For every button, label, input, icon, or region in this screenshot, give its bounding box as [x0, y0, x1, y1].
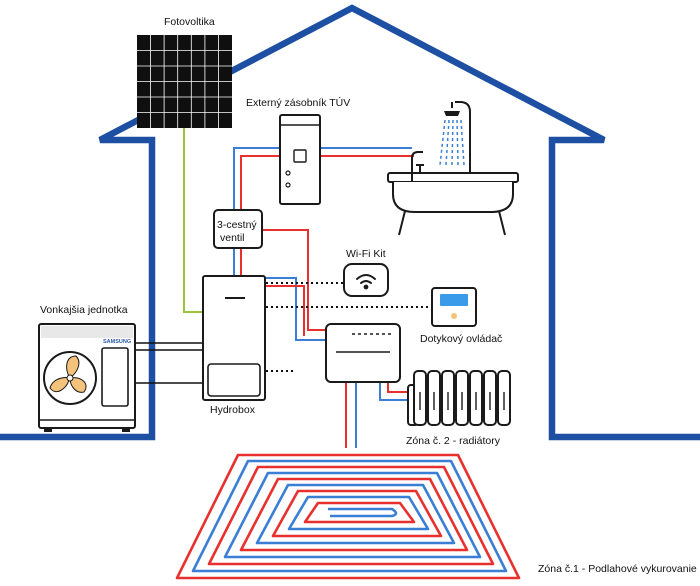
zone1-label: Zóna č.1 - Podlahové vykurovanie: [538, 563, 697, 575]
outdoor-unit-label: Vonkajšia jednotka: [40, 304, 128, 316]
fan-icon: [49, 355, 87, 393]
valve-label-line2: ventil: [220, 232, 245, 244]
controller-label: Dotykový ovládač: [420, 333, 502, 345]
tank-label: Externý zásobník TÚV: [246, 96, 350, 109]
brand-label: SAMSUNG: [103, 339, 131, 345]
wifi-kit-label: Wi-Fi Kit: [346, 248, 386, 260]
control-wiring: [266, 282, 432, 372]
floor-heating-coil: [175, 453, 521, 580]
valve-label-line1: 3-cestný: [217, 219, 257, 231]
heating-pipes: [262, 229, 408, 401]
dhw-pipes: [233, 147, 414, 210]
mixing-module: [325, 323, 401, 383]
hydrobox-label: Hydrobox: [210, 404, 256, 416]
refrigerant-lines: [131, 342, 203, 384]
bathtub: [387, 101, 519, 236]
wifi-icon: [356, 274, 376, 290]
touch-controller: [431, 287, 477, 327]
dhw-tank: [279, 114, 321, 205]
house-outline: [0, 1, 700, 443]
radiator: [407, 370, 511, 426]
hydrobox: [202, 275, 266, 401]
shower-icon: [444, 111, 460, 116]
zone2-label: Zóna č. 2 - radiátory: [406, 435, 501, 447]
pv-cable: [183, 128, 203, 313]
floor-supply-lines: [345, 382, 357, 448]
solar-panel: [137, 35, 232, 128]
valve-hydrobox-pipes: [233, 248, 242, 276]
water-drops: [439, 119, 465, 166]
pv-label: Fotovoltika: [164, 16, 215, 28]
three-way-valve: [213, 209, 263, 249]
